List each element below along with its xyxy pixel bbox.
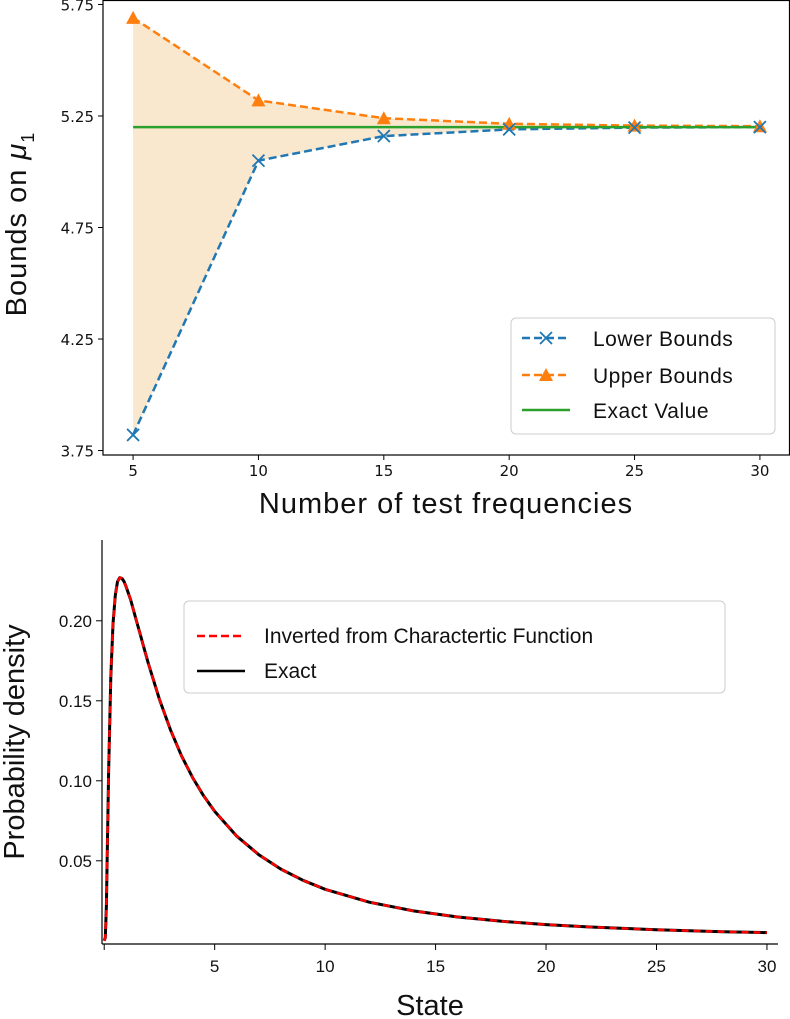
y-tick-label: 0.05 — [59, 852, 92, 871]
x-tick-label: 10 — [316, 957, 335, 976]
x-tick-label: 15 — [426, 957, 445, 976]
bounds-y-axis-label: Bounds on μ1 — [1, 132, 38, 317]
x-tick-label: 15 — [374, 462, 393, 480]
density-legend: Inverted from Charactertic Function Exac… — [183, 600, 726, 694]
bounds-y-ticks: 3.75 4.25 4.75 5.25 5.75 — [61, 0, 103, 461]
density-y-axis-label: Probability density — [0, 624, 31, 860]
x-tick-label: 30 — [750, 462, 769, 480]
lower-bound-marker — [502, 122, 516, 136]
y-tick-label: 0.15 — [59, 692, 92, 711]
bounds-chart: 5 10 15 20 25 30 3.75 4.25 4.75 5.25 5.75 Number … — [1, 0, 790, 520]
bounds-legend: Lower Bounds Upper Bounds Exact Value — [510, 317, 776, 435]
bounds-x-axis-label: Number of test frequencies — [259, 488, 633, 520]
legend-exact-density-label: Exact — [264, 660, 317, 683]
bounds-legend-box — [510, 317, 776, 435]
upper-bound-marker — [251, 93, 266, 107]
x-tick-label: 5 — [128, 462, 138, 480]
density-x-axis-label: State — [396, 990, 464, 1019]
x-tick-label: 25 — [625, 462, 644, 480]
upper-bound-marker — [752, 119, 767, 133]
upper-bound-marker — [126, 10, 141, 24]
y-tick-label: 0.20 — [59, 612, 92, 631]
series-line-upper-bounds — [132, 16, 760, 128]
series-line-inverted — [103, 576, 768, 942]
x-tick-label: 20 — [500, 462, 519, 480]
density-legend-box — [183, 600, 726, 694]
x-tick-label: 5 — [210, 957, 219, 976]
legend-upper-label: Upper Bounds — [593, 365, 733, 388]
bounds-x-ticks: 5 10 15 20 25 30 — [128, 455, 769, 480]
lower-bound-marker — [627, 120, 642, 135]
legend-exact-label: Exact Value — [593, 400, 709, 423]
y-tick-label: 4.25 — [61, 331, 94, 349]
lower-bound-marker — [251, 153, 266, 168]
y-tick-label: 0.10 — [59, 772, 92, 791]
bounds-series-lines — [131, 16, 760, 436]
lower-bound-marker — [377, 129, 391, 143]
density-series-lines — [102, 576, 768, 942]
x-tick-label: 20 — [537, 957, 556, 976]
legend-inverted-label: Inverted from Charactertic Function — [264, 625, 593, 648]
upper-bound-marker — [627, 118, 642, 132]
lower-bound-marker — [753, 120, 767, 134]
x-tick-label: 30 — [757, 957, 776, 976]
legend-upper-marker — [539, 368, 553, 381]
bounds-gap-fill — [133, 17, 760, 435]
y-tick-label: 4.75 — [61, 220, 94, 238]
upper-bound-marker — [376, 111, 391, 125]
x-tick-label: 25 — [647, 957, 666, 976]
legend-lower-marker — [539, 331, 553, 345]
y-tick-label: 5.75 — [61, 0, 94, 14]
x-tick-label: 10 — [249, 462, 268, 480]
density-x-ticks: 5 10 15 20 25 30 — [103, 944, 776, 976]
y-tick-label: 3.75 — [61, 443, 94, 461]
density-chart: 5 10 15 20 25 30 0.05 0.10 0.15 0.20 State Proba… — [0, 540, 778, 1019]
density-y-ticks: 0.05 0.10 0.15 0.20 — [59, 612, 102, 871]
bounds-series-markers — [126, 10, 767, 442]
legend-lower-label: Lower Bounds — [593, 328, 733, 351]
y-tick-label: 5.25 — [61, 108, 94, 126]
bounds-shaded-region — [133, 17, 760, 435]
lower-bound-marker — [126, 428, 140, 442]
